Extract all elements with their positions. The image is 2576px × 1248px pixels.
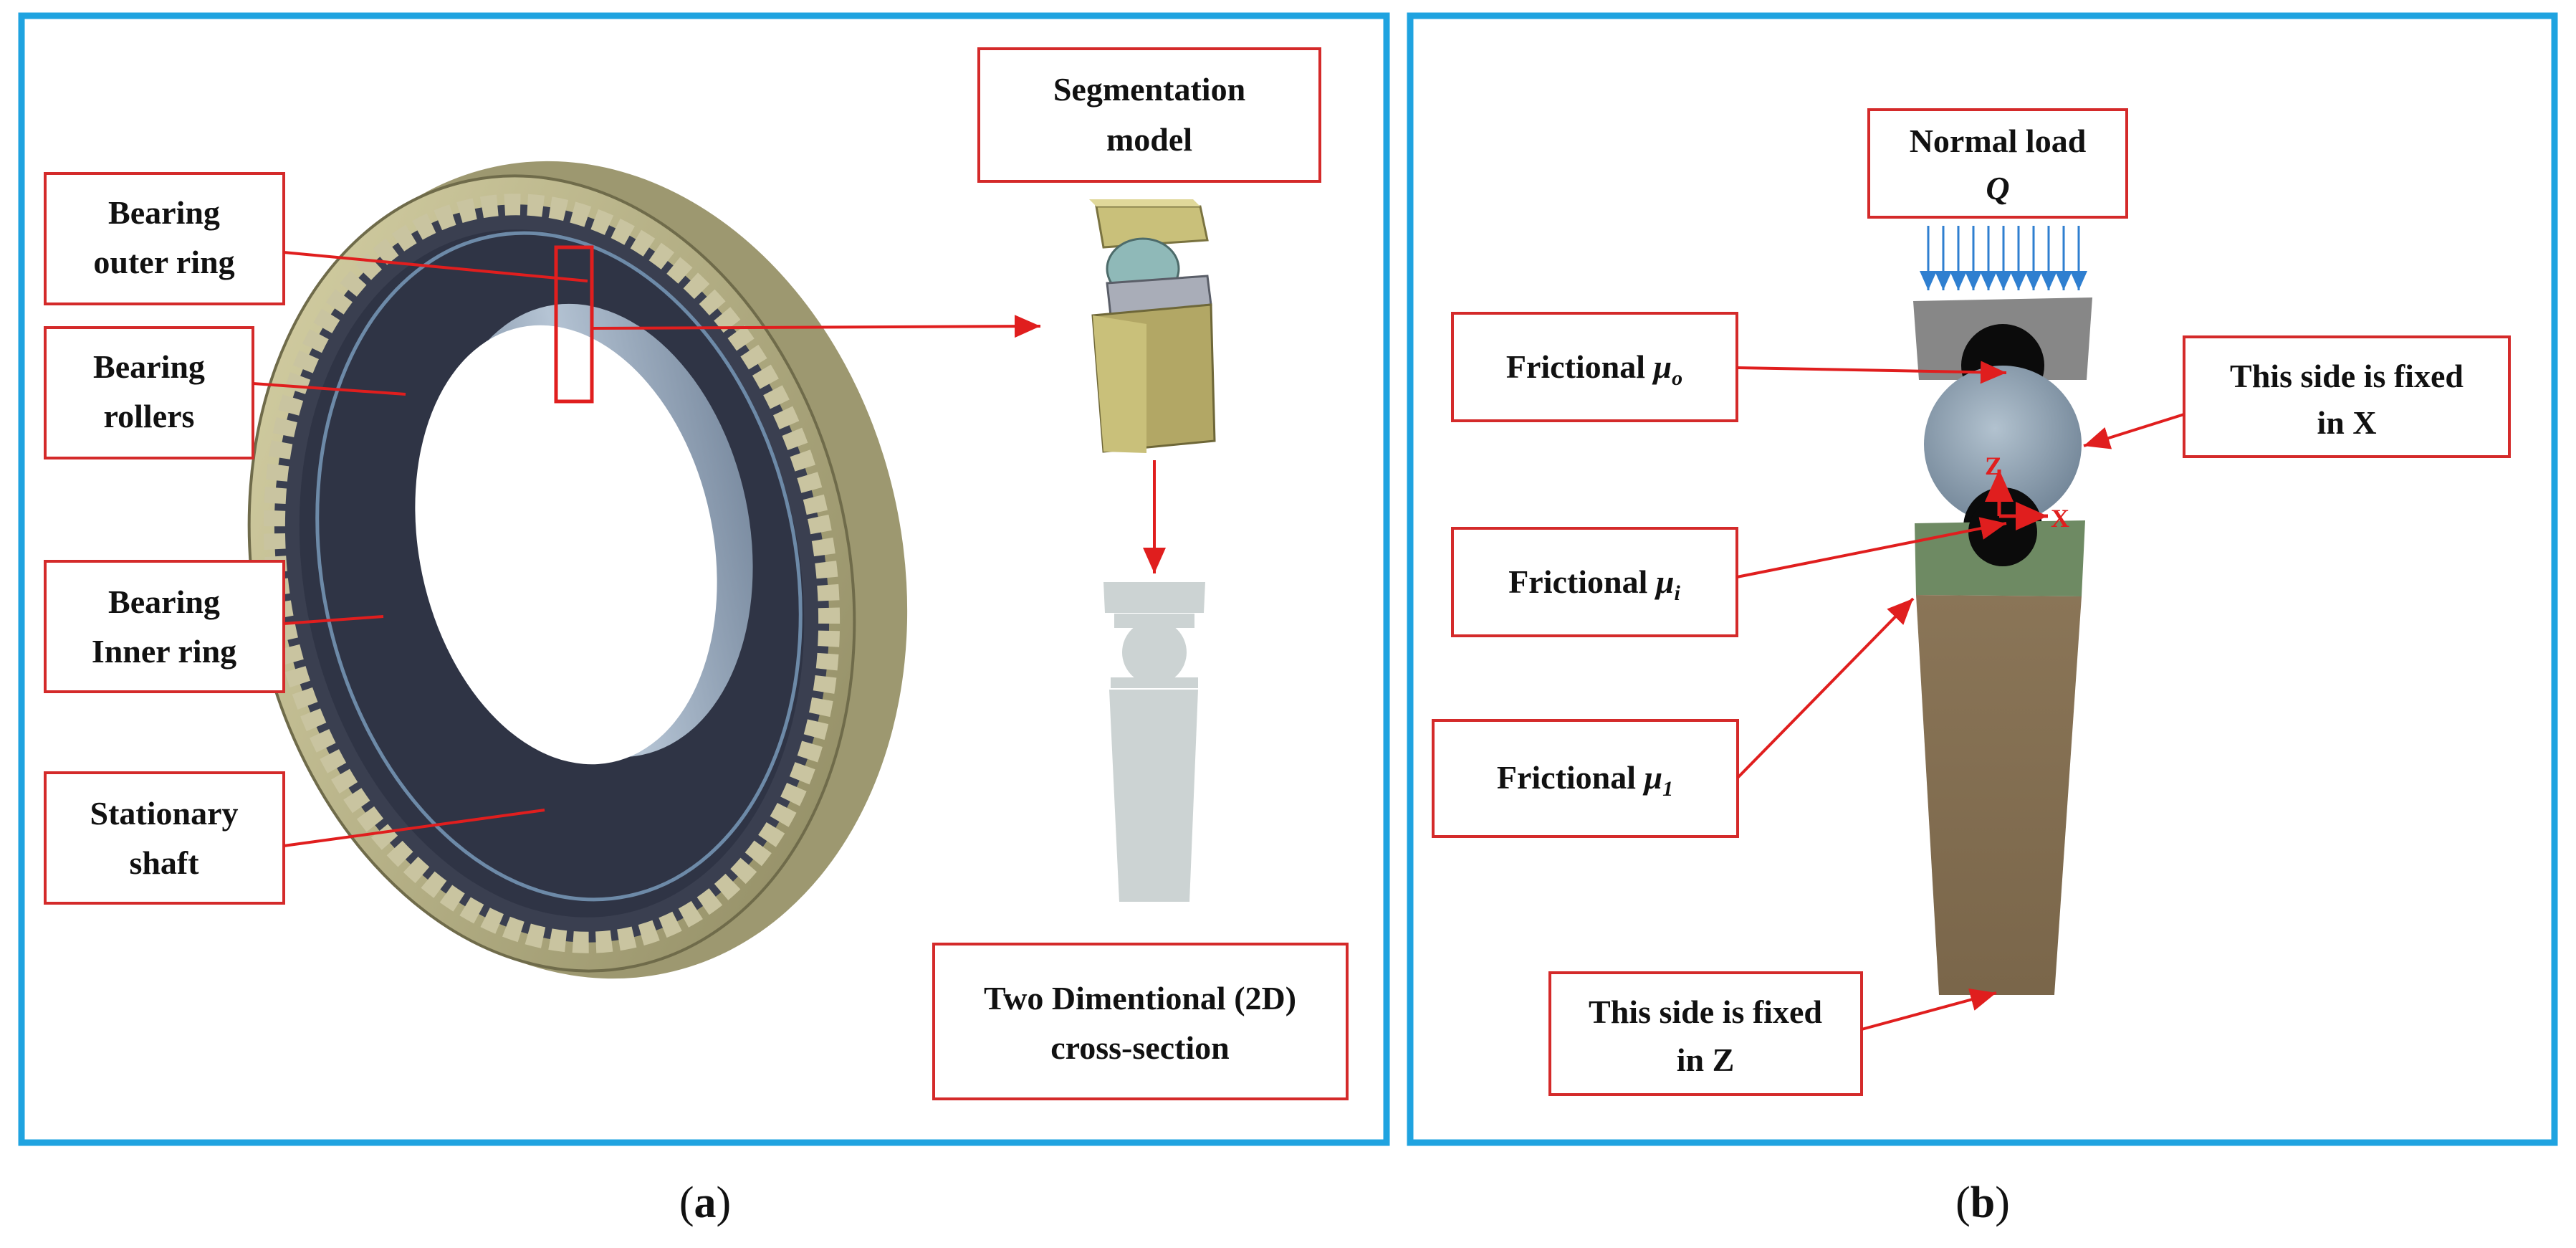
- outer-ring-text-1: Bearing: [108, 194, 220, 231]
- caption-a: (a): [679, 1178, 731, 1227]
- fe-roller: [1924, 366, 2082, 523]
- label-stationary-shaft: Stationary shaft: [44, 771, 285, 905]
- svg-text:Frictional μ1: Frictional μ1: [1497, 759, 1673, 801]
- fixed-z-text-1: This side is fixed: [1589, 994, 1822, 1030]
- label-fixed-in-z: This side is fixed in Z: [1548, 971, 1863, 1096]
- fixed-x-text-1: This side is fixed: [2230, 358, 2464, 394]
- segment-outer-piece-top: [1089, 199, 1200, 206]
- caption-b: (b): [1955, 1178, 2010, 1227]
- segmentation-model-illustration: [1089, 199, 1216, 453]
- cs-inner-base: [1111, 677, 1198, 688]
- normal-load-text: Normal load: [1910, 123, 2087, 159]
- inner-ring-highlight: [315, 231, 803, 902]
- cross-section-2d-illustration: [1103, 582, 1205, 902]
- arrow-fixed-z: [1861, 988, 1997, 1031]
- segment-shaft-front: [1093, 315, 1146, 453]
- arrow-mu-o: [1736, 361, 2007, 384]
- rollers-text-1: Bearing: [93, 348, 205, 385]
- shaft-text-1: Stationary: [90, 795, 239, 832]
- arrow-fixed-x: [2083, 413, 2185, 449]
- arrow-mu-i: [1736, 517, 2007, 578]
- fe-shaft: [1916, 595, 2082, 995]
- label-rollers: Bearing rollers: [44, 326, 254, 459]
- mu-o-symbol: μ: [1652, 348, 1672, 385]
- label-frictional-mu-1: Frictional μ1: [1432, 719, 1739, 838]
- fixed-z-text-2: in Z: [1677, 1042, 1735, 1078]
- mu-o-subscript: o: [1672, 366, 1682, 390]
- svg-text:Frictional μi: Frictional μi: [1508, 563, 1680, 605]
- label-frictional-mu-o: Frictional μo: [1451, 312, 1738, 422]
- axis-x-label: X: [2051, 504, 2069, 533]
- panel-b-frame: [1407, 12, 2558, 1146]
- cs-roller: [1122, 620, 1187, 685]
- label-inner-ring: Bearing Inner ring: [44, 560, 285, 693]
- arrow-mu-1: [1736, 597, 1915, 779]
- leader-rollers: [252, 382, 406, 396]
- coordinate-axes: Z X: [1985, 452, 2069, 533]
- label-outer-ring: Bearing outer ring: [44, 172, 285, 305]
- caption-b-letter: b: [1971, 1178, 1995, 1227]
- bearing-3d-illustration: [247, 161, 908, 979]
- panel-a-frame: [18, 12, 1390, 1146]
- normal-load-symbol: Q: [1986, 170, 2009, 206]
- panel-b-leader-arrows: [1736, 361, 2185, 1031]
- mu-1-subscript: 1: [1662, 777, 1673, 801]
- segmentation-text-1: Segmentation: [1053, 71, 1245, 108]
- segmentation-text-2: model: [1106, 121, 1192, 158]
- svg-text:Frictional μo: Frictional μo: [1506, 348, 1682, 390]
- shaft-text-2: shaft: [129, 844, 199, 881]
- inner-ring-text-1: Bearing: [108, 583, 220, 620]
- leader-shaft: [283, 809, 545, 847]
- bore-hole: [415, 325, 717, 765]
- cs-outer-ring: [1103, 582, 1205, 613]
- panel-a-leader-lines: [252, 251, 1166, 847]
- fixed-x-text-2: in X: [2317, 404, 2376, 441]
- frictional-o-word: Frictional: [1506, 348, 1645, 385]
- frictional-1-word: Frictional: [1497, 759, 1636, 796]
- fe-inner-contact-cover: [1968, 497, 2037, 566]
- normal-load-arrows: [1920, 226, 2087, 290]
- frictional-i-word: Frictional: [1508, 563, 1647, 600]
- label-normal-load: Normal load Q: [1867, 108, 2128, 219]
- cs-shaft: [1109, 690, 1198, 902]
- segment-highlight-box: [554, 245, 594, 404]
- leader-inner-ring: [283, 615, 384, 625]
- axis-z-label: Z: [1985, 452, 2002, 480]
- outer-ring-text-2: outer ring: [93, 244, 234, 280]
- arrow-to-segment: [591, 315, 1041, 338]
- label-frictional-mu-i: Frictional μi: [1451, 527, 1738, 637]
- label-fixed-in-x: This side is fixed in X: [2183, 335, 2511, 458]
- inner-ring-text-2: Inner ring: [92, 633, 236, 670]
- mu-1-symbol: μ: [1643, 759, 1663, 796]
- mu-i-subscript: i: [1674, 581, 1680, 605]
- label-2d-cross-section: Two Dimentional (2D) cross-section: [932, 943, 1349, 1100]
- rollers-text-2: rollers: [104, 398, 195, 434]
- cross-section-text-2: cross-section: [1050, 1029, 1230, 1066]
- label-segmentation-model: Segmentation model: [977, 47, 1321, 183]
- mu-i-symbol: μ: [1655, 563, 1675, 600]
- fe-model: [1913, 297, 2092, 995]
- leader-outer-ring: [283, 251, 588, 282]
- cross-section-text-1: Two Dimentional (2D): [984, 980, 1296, 1016]
- caption-a-letter: a: [694, 1178, 717, 1227]
